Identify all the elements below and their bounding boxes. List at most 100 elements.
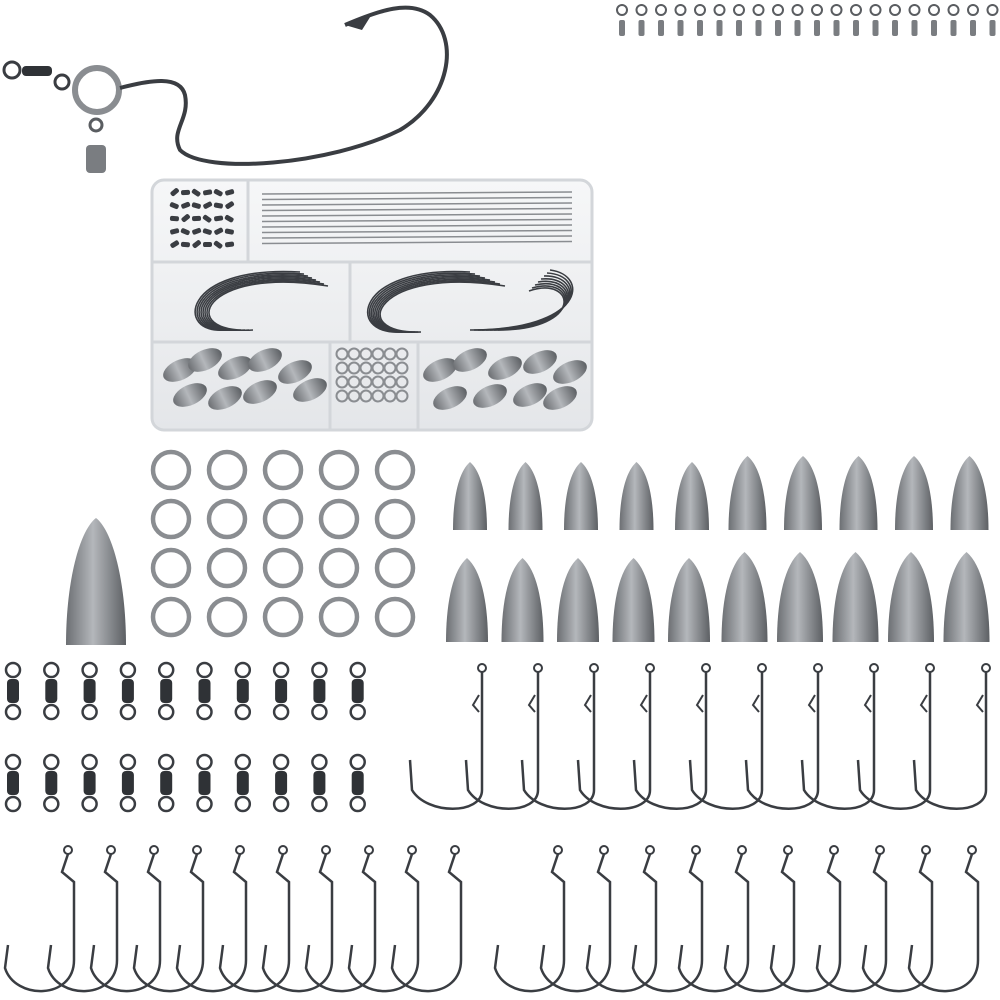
bullet-weight-icon xyxy=(553,360,587,384)
bullet-weight-icon xyxy=(777,552,823,642)
straight-hook-icon xyxy=(464,663,543,810)
barrel-swivel-icon xyxy=(225,189,235,196)
split-ring-icon xyxy=(395,375,409,389)
barrel-swivel-icon xyxy=(43,753,60,813)
split-ring-icon xyxy=(150,547,192,589)
straight-hooks-row xyxy=(408,663,991,810)
offset-worm-hook-icon xyxy=(347,845,420,993)
offset-worm-hook-icon xyxy=(861,845,934,993)
bullet-weight-icon xyxy=(895,456,933,530)
split-ring-icon xyxy=(374,547,416,589)
leader-wire-icon xyxy=(261,218,573,223)
straight-hook-icon xyxy=(208,281,329,331)
leader-wire-icon xyxy=(674,4,687,425)
straight-hook-icon xyxy=(800,663,879,810)
barrel-swivel-icon xyxy=(192,227,202,235)
leader-wire-icon xyxy=(261,240,573,245)
barrel-swivel-icon xyxy=(234,661,252,721)
offset-worm-hook-icon xyxy=(585,845,658,993)
bullet-weight-icon xyxy=(943,552,990,642)
barrel-swivel-icon xyxy=(169,215,179,222)
bullet-weight-icon xyxy=(832,552,879,642)
barrel-swivel-icon xyxy=(170,188,179,197)
split-ring-icon xyxy=(262,547,304,589)
straight-hook-icon xyxy=(408,663,487,810)
offset-worm-hook-icon xyxy=(539,845,612,993)
bullet-weight-icon xyxy=(446,558,488,642)
bullet-weight-icon xyxy=(543,386,577,410)
leader-wire-icon xyxy=(261,207,573,212)
split-ring-icon xyxy=(150,596,192,638)
split-ring-icon xyxy=(206,547,248,589)
straight-hook-icon xyxy=(576,663,655,810)
bullet-weights-small-row xyxy=(453,456,989,530)
split-ring-icon xyxy=(262,498,304,540)
offset-worm-hook-icon xyxy=(677,845,750,993)
split-ring-icon xyxy=(318,449,360,491)
bullet-weight-icon xyxy=(564,462,598,530)
boxed-split-rings xyxy=(335,347,409,403)
bullet-weight-icon xyxy=(675,462,709,530)
barrel-swivel-icon xyxy=(225,201,235,209)
split-ring-icon xyxy=(150,449,192,491)
bullet-weight-icon xyxy=(501,558,544,642)
split-ring-icon xyxy=(374,449,416,491)
leader-wire-icon xyxy=(928,4,940,425)
leader-wire-icon xyxy=(694,4,706,425)
bullet-weight-icon xyxy=(784,456,822,530)
leader-wire-icon xyxy=(791,4,804,425)
bullet-weights-large-row xyxy=(446,552,990,642)
tackle-box-icon xyxy=(150,178,594,432)
barrel-swivel-icon xyxy=(81,753,98,813)
straight-hook-icon xyxy=(744,663,823,810)
barrel-swivel-icon xyxy=(203,241,213,248)
bullet-weight-icon xyxy=(619,462,654,530)
bullet-weight-icon xyxy=(208,386,242,410)
bullet-weight-icon xyxy=(248,348,282,372)
offset-worm-hook-icon xyxy=(497,287,565,331)
barrel-swivel-icon xyxy=(180,241,190,248)
barrel-swivel-icon xyxy=(43,661,60,721)
bullet-weight-icon xyxy=(721,552,768,642)
barrel-swivel-icon xyxy=(224,215,234,223)
bullet-weight-icon xyxy=(488,356,522,380)
barrel-swivel-icon xyxy=(224,228,234,235)
barrel-swivel-icon xyxy=(349,661,366,721)
leader-wire-icon xyxy=(772,4,784,425)
leader-wire-icon xyxy=(261,213,573,217)
bullet-weight-icon xyxy=(173,383,207,407)
boxed-weights xyxy=(163,348,587,410)
barrel-swivel-icon xyxy=(203,201,213,209)
split-ring-icon xyxy=(206,449,248,491)
bullet-weight-icon xyxy=(728,456,767,530)
barrel-swivel-icon xyxy=(191,188,201,197)
straight-hook-icon xyxy=(856,663,935,810)
leader-wire-icon xyxy=(261,202,573,206)
offset-hooks-right-row xyxy=(493,845,980,993)
offset-worm-hook-icon xyxy=(390,845,463,993)
barrel-swivel-icon xyxy=(214,227,224,235)
barrel-swivel-icon xyxy=(157,753,175,813)
split-ring-icon xyxy=(262,596,304,638)
split-ring-icon xyxy=(262,449,304,491)
offset-worm-hook-icon xyxy=(304,845,377,993)
offset-worm-hook-icon xyxy=(46,845,119,993)
bullet-weight-icon xyxy=(293,378,327,402)
offset-worm-hook-icon xyxy=(218,845,291,993)
offset-worm-hook-icon xyxy=(723,845,796,993)
barrel-swivel-icon xyxy=(157,661,175,721)
barrel-swivel-icon xyxy=(181,189,191,196)
leader-wire-icon xyxy=(947,4,960,425)
barrel-swivel-icon xyxy=(180,228,190,236)
split-ring-icon xyxy=(374,498,416,540)
leader-wire-icon xyxy=(635,4,648,425)
barrel-swivel-icon xyxy=(214,215,224,222)
boxed-swivels xyxy=(169,188,235,249)
barrel-swivel-icon xyxy=(213,202,223,209)
bullet-weight-icon xyxy=(423,358,457,382)
barrel-swivel-icon xyxy=(311,661,328,721)
split-ring-icon xyxy=(318,547,360,589)
barrel-swivel-icon xyxy=(196,753,213,813)
barrel-swivel-icon xyxy=(4,753,22,813)
